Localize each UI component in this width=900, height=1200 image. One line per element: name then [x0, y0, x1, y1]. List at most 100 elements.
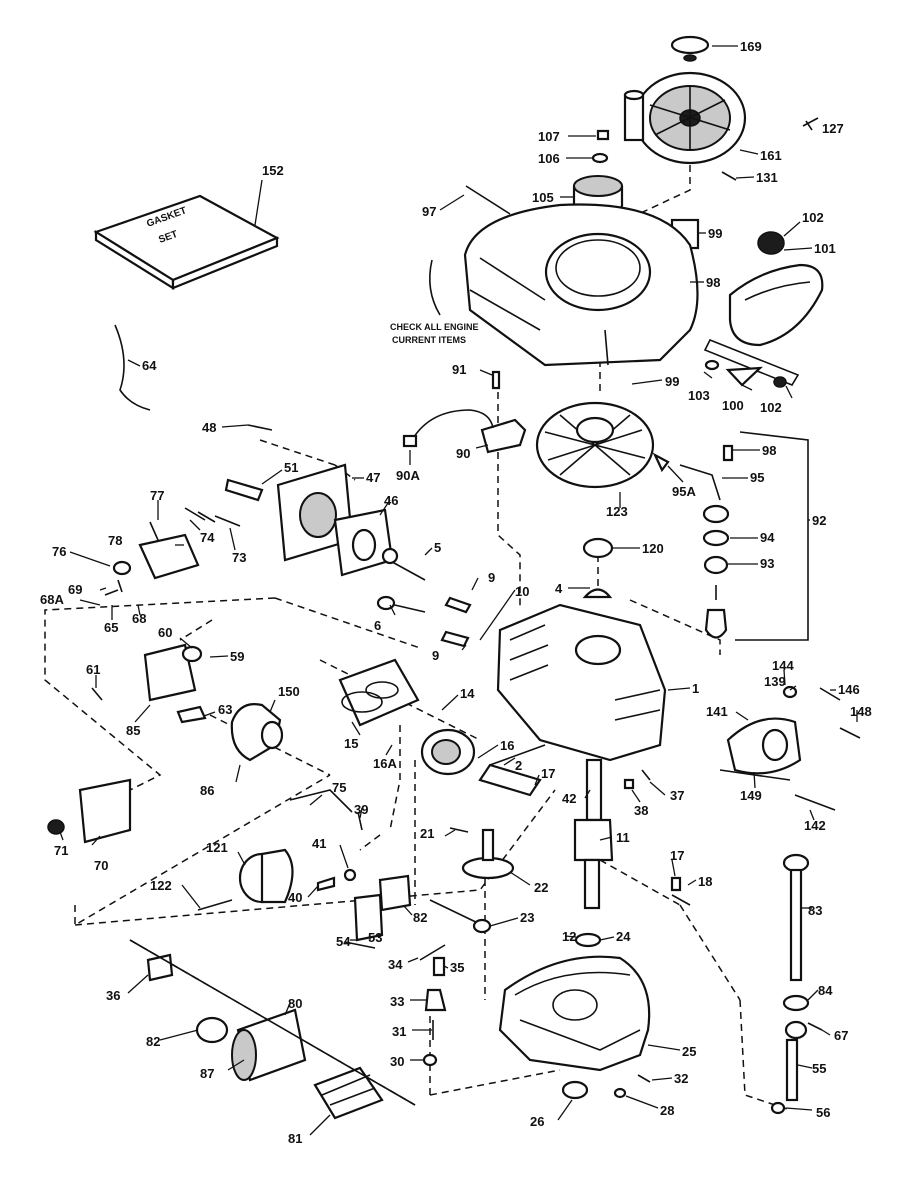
label-26: 26 [530, 1114, 544, 1129]
label-9b: 9 [432, 648, 439, 663]
part-70 [78, 778, 132, 844]
label-30: 30 [390, 1054, 404, 1069]
label-107: 107 [538, 129, 560, 144]
label-64: 64 [142, 358, 157, 373]
gear-22 [461, 828, 515, 880]
label-55: 55 [812, 1061, 826, 1076]
part-148 [839, 727, 861, 739]
screw-107 [596, 129, 610, 141]
label-61: 61 [86, 662, 100, 677]
label-65: 65 [104, 620, 118, 635]
label-102a: 102 [802, 210, 824, 225]
label-14: 14 [460, 686, 475, 701]
part-82a [195, 1016, 229, 1044]
parts: GASKET SET [47, 35, 861, 1120]
governor-assembly [719, 717, 802, 781]
bracket-80 [129, 939, 416, 1106]
filter-87 [231, 1008, 307, 1082]
ignition-module [402, 409, 527, 454]
label-38: 38 [634, 803, 648, 818]
label-74: 74 [200, 530, 215, 545]
label-141: 141 [706, 704, 728, 719]
washer-99 [704, 359, 720, 371]
label-90a: 90A [396, 468, 420, 483]
label-95: 95 [750, 470, 764, 485]
part-82b [378, 874, 412, 912]
tie-97 [465, 185, 511, 215]
label-10: 10 [515, 584, 529, 599]
label-15: 15 [344, 736, 358, 751]
label-120: 120 [642, 541, 664, 556]
part-32 [637, 1074, 651, 1083]
screw-61 [91, 687, 103, 701]
label-12: 12 [562, 929, 576, 944]
label-63: 63 [218, 702, 232, 717]
label-18: 18 [698, 874, 712, 889]
screw-98b [722, 444, 734, 462]
part-30 [422, 1053, 438, 1067]
label-28: 28 [660, 1103, 674, 1118]
wire-64 [114, 324, 151, 411]
part-33 [424, 988, 447, 1012]
starter-cap [670, 35, 710, 55]
label-101: 101 [814, 241, 836, 256]
label-78: 78 [108, 533, 122, 548]
label-161: 161 [760, 148, 782, 163]
label-70: 70 [94, 858, 108, 873]
part-41 [343, 868, 357, 882]
label-146: 146 [838, 682, 860, 697]
part-54 [344, 941, 376, 949]
screw-73 [214, 515, 241, 527]
part-34 [419, 944, 446, 961]
cam-23 [429, 899, 483, 926]
label-83: 83 [808, 903, 822, 918]
label-103: 103 [688, 388, 710, 403]
part-39 [357, 811, 363, 831]
spring-74 [184, 507, 216, 523]
valve-9a [444, 596, 472, 614]
part-38 [623, 778, 635, 790]
leader-lines [59, 45, 858, 1136]
label-4: 4 [555, 581, 563, 596]
label-11: 11 [616, 830, 630, 845]
label-82b: 82 [413, 910, 427, 925]
label-6: 6 [374, 618, 381, 633]
label-92: 92 [812, 513, 826, 528]
air-cleaner [703, 263, 824, 386]
label-59: 59 [230, 649, 244, 664]
crankshaft [573, 758, 614, 910]
label-99a: 99 [708, 226, 722, 241]
label-53: 53 [368, 930, 382, 945]
shroud-note-2: CURRENT ITEMS [392, 335, 466, 345]
washer-106 [591, 152, 609, 164]
label-47: 47 [366, 470, 380, 485]
label-69: 69 [68, 582, 82, 597]
label-81: 81 [288, 1131, 302, 1146]
label-42: 42 [562, 791, 576, 806]
label-99b: 99 [665, 374, 679, 389]
air-cleaner-knob [757, 231, 785, 255]
part-35 [432, 956, 446, 977]
rod-2 [489, 744, 546, 766]
cylinder-block [496, 603, 667, 762]
label-152: 152 [262, 163, 284, 178]
shroud-note-1: CHECK ALL ENGINE [390, 322, 479, 332]
label-121: 121 [206, 840, 228, 855]
label-87: 87 [200, 1066, 214, 1081]
label-35: 35 [450, 960, 464, 975]
label-9a: 9 [488, 570, 495, 585]
label-68a: 68A [40, 592, 64, 607]
label-37: 37 [670, 788, 684, 803]
part-18 [671, 894, 691, 906]
label-16a: 16A [373, 756, 397, 771]
oil-94 [702, 529, 730, 547]
label-60: 60 [158, 625, 172, 640]
label-67: 67 [834, 1028, 848, 1043]
carburetor-150 [230, 703, 284, 762]
label-34: 34 [388, 957, 403, 972]
bracket-92 [735, 431, 809, 641]
label-41: 41 [312, 836, 326, 851]
label-106: 106 [538, 151, 560, 166]
part-37 [641, 769, 651, 781]
